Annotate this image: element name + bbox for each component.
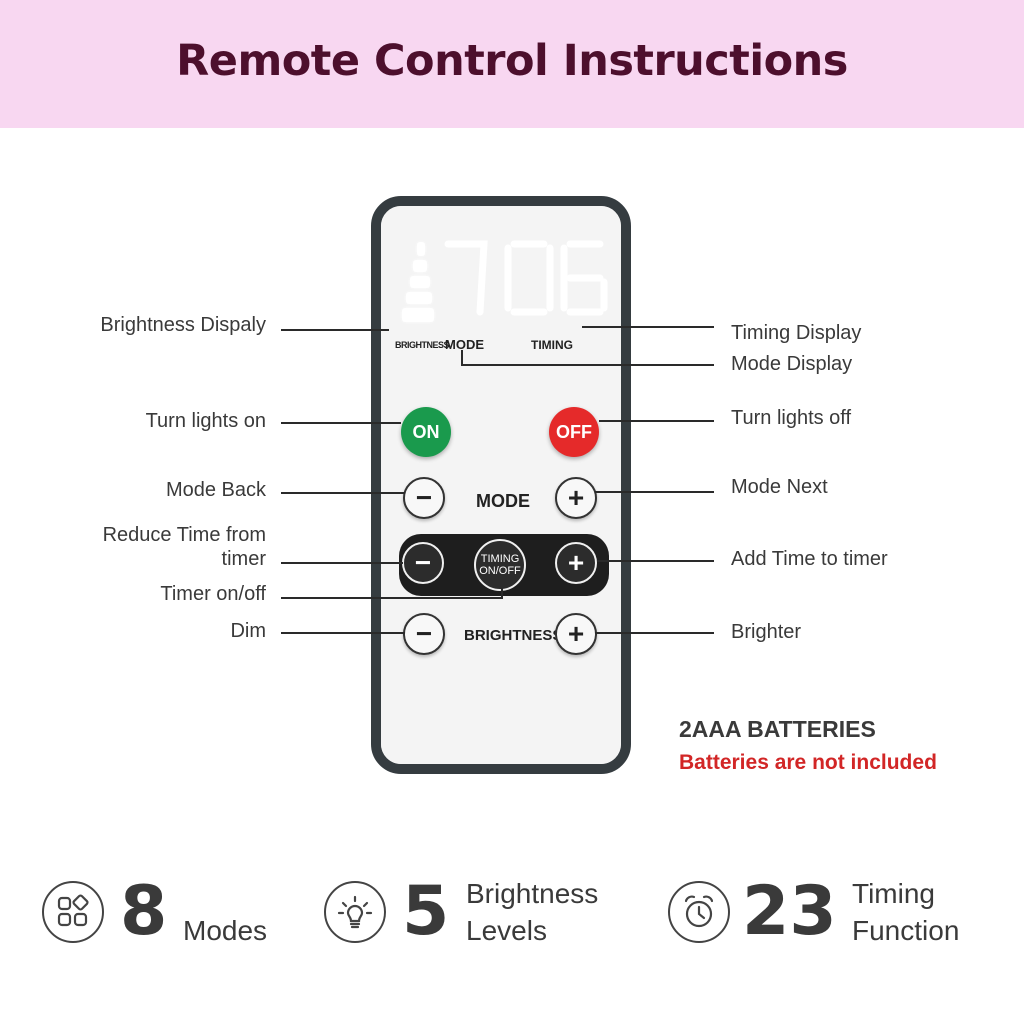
timer-button-line2: ON/OFF [479,565,521,577]
stat-timing-number: 23 [742,872,837,951]
leader-turn-on [281,422,401,424]
callout-turn-on: Turn lights on [145,410,266,432]
callout-mode-display: Mode Display [731,353,853,375]
batteries-title: 2AAA BATTERIES [679,716,876,742]
callout-mode-next: Mode Next [731,476,828,498]
leader-mode-display-v [461,350,463,366]
brightness-button-label: BRIGHTNESS [464,627,563,644]
off-button[interactable]: OFF [549,407,599,457]
leader-mode-display [461,364,714,366]
reduce-time-button[interactable]: − [402,542,444,584]
callout-add-time: Add Time to timer [731,548,888,570]
leader-brighter [595,632,714,634]
leader-reduce-time [281,562,403,564]
mode-button-label: MODE [476,491,530,511]
lightbulb-icon [324,881,386,943]
stat-brightness-number: 5 [402,872,450,951]
batteries-note: Batteries are not included [679,751,937,774]
modes-grid-icon [42,881,104,943]
leader-brightness-display [281,329,389,331]
leader-timer-onoff-v [501,588,503,598]
on-button[interactable]: ON [401,407,451,457]
leader-mode-back [281,492,405,494]
leader-turn-off [599,420,714,422]
leader-timer-onoff [281,597,503,599]
dim-button[interactable]: − [403,613,445,655]
stat-timing-label-line1: Timing [852,878,935,909]
stat-timing-label-line2: Function [852,915,960,946]
callout-brightness-display: Brightness Dispaly [100,314,266,336]
brightness-display-label: BRIGHTNESS [395,340,450,350]
mode-next-button[interactable]: + [555,477,597,519]
mode-back-button[interactable]: − [403,477,445,519]
stat-brightness-label-line1: Brightness [466,878,599,909]
callout-brighter: Brighter [731,621,802,643]
stat-brightness-label-line2: Levels [466,915,547,946]
leader-timing-display [582,326,714,328]
stat-modes-number: 8 [120,872,168,951]
callout-timing-display: Timing Display [731,322,862,344]
header-banner: Remote Control Instructions [0,0,1024,128]
stat-modes-label: Modes [183,915,268,946]
timing-digits-display [444,240,608,316]
brighter-button[interactable]: + [555,613,597,655]
leader-mode-next [595,491,714,493]
page-title: Remote Control Instructions [176,36,848,86]
leader-dim [281,632,405,634]
add-time-button[interactable]: + [555,542,597,584]
timer-button-line1: TIMING [480,553,520,565]
timer-onoff-button[interactable]: TIMING ON/OFF [474,539,526,591]
callout-dim: Dim [230,620,266,642]
mode-display-label: MODE [445,337,484,352]
callout-mode-back: Mode Back [165,479,266,501]
callout-timer-onoff: Timer on/off [160,583,266,605]
callout-reduce-time: Reduce Time from timer [102,524,266,570]
callout-turn-off: Turn lights off [731,407,852,429]
timing-display-label: TIMING [531,338,573,352]
leader-add-time [597,560,714,562]
alarm-clock-icon [668,881,730,943]
